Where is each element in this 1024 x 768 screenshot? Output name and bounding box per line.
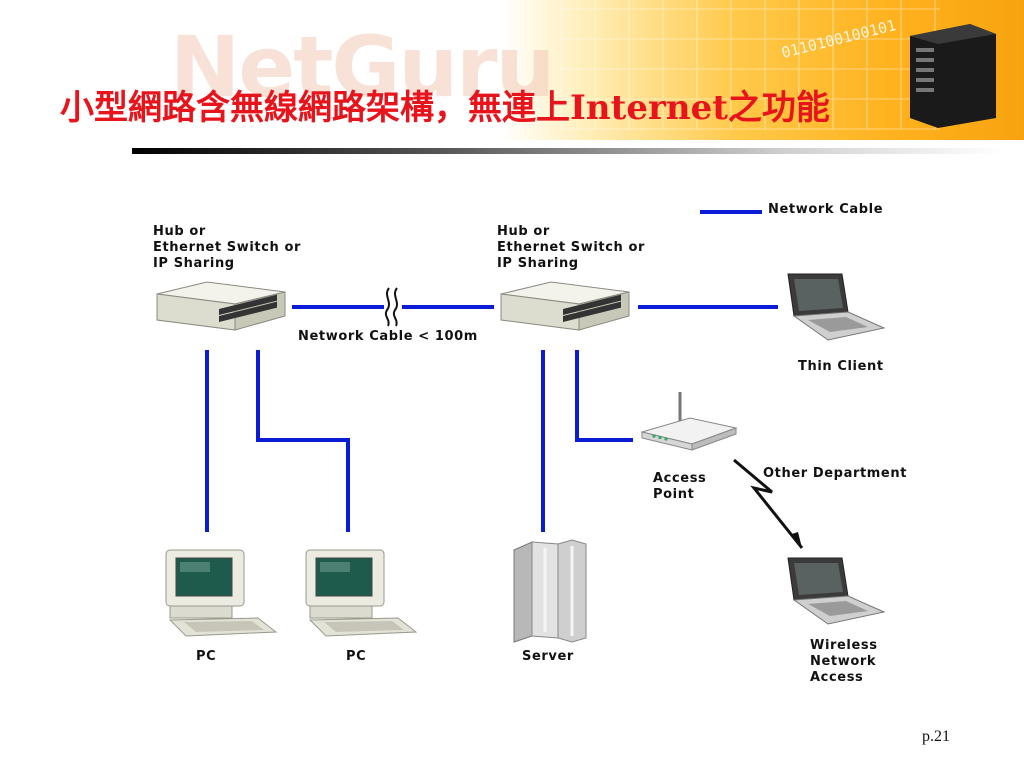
wireless-link-lightning-icon	[733, 458, 804, 549]
cable-to-ap-across	[575, 438, 633, 442]
page-number: p.21	[922, 728, 950, 745]
cable-to-pc2-down	[256, 350, 260, 442]
access-point-label: Access Point	[653, 471, 707, 502]
wireless-laptop-icon	[787, 557, 886, 625]
hub-left-label: Hub or Ethernet Switch or IP Sharing	[153, 224, 302, 271]
cable-to-pc1	[205, 350, 209, 532]
server-icon	[513, 539, 587, 643]
hub-right-label: Hub or Ethernet Switch or IP Sharing	[497, 224, 646, 271]
cable-hub-to-hub-left	[292, 305, 384, 309]
cable-to-pc2-drop	[346, 438, 350, 532]
thin-client-label: Thin Client	[798, 359, 884, 374]
slide-title: 小型網路含無線網路架構，無連上Internet之功能	[60, 88, 830, 128]
cable-break-icon	[384, 287, 398, 327]
cable-to-pc2-across	[256, 438, 350, 442]
computer-tower-icon	[910, 24, 996, 128]
pc1-icon	[165, 549, 278, 637]
hub-right-icon	[500, 281, 630, 331]
cable-to-server	[541, 350, 545, 532]
banner-keyboard-texture	[560, 0, 940, 130]
hub-left-icon	[156, 281, 286, 331]
cable-to-ap-down	[575, 350, 579, 442]
pc1-label: PC	[196, 649, 217, 664]
legend-label: Network Cable	[768, 202, 884, 217]
logo-watermark: NetGuru	[170, 18, 555, 116]
legend-cable-line	[700, 210, 762, 214]
other-department-label: Other Department	[763, 466, 908, 481]
title-underline	[132, 148, 1004, 154]
pc2-icon	[305, 549, 418, 637]
pc2-label: PC	[346, 649, 367, 664]
cable-hub-to-thin-client	[638, 305, 778, 309]
server-label: Server	[522, 649, 574, 664]
cable-hub-to-hub-right	[402, 305, 494, 309]
access-point-icon	[640, 392, 738, 451]
link-distance-label: Network Cable < 100m	[298, 329, 478, 344]
wireless-access-label: Wireless Network Access	[810, 638, 878, 685]
thin-client-laptop-icon	[787, 273, 886, 341]
